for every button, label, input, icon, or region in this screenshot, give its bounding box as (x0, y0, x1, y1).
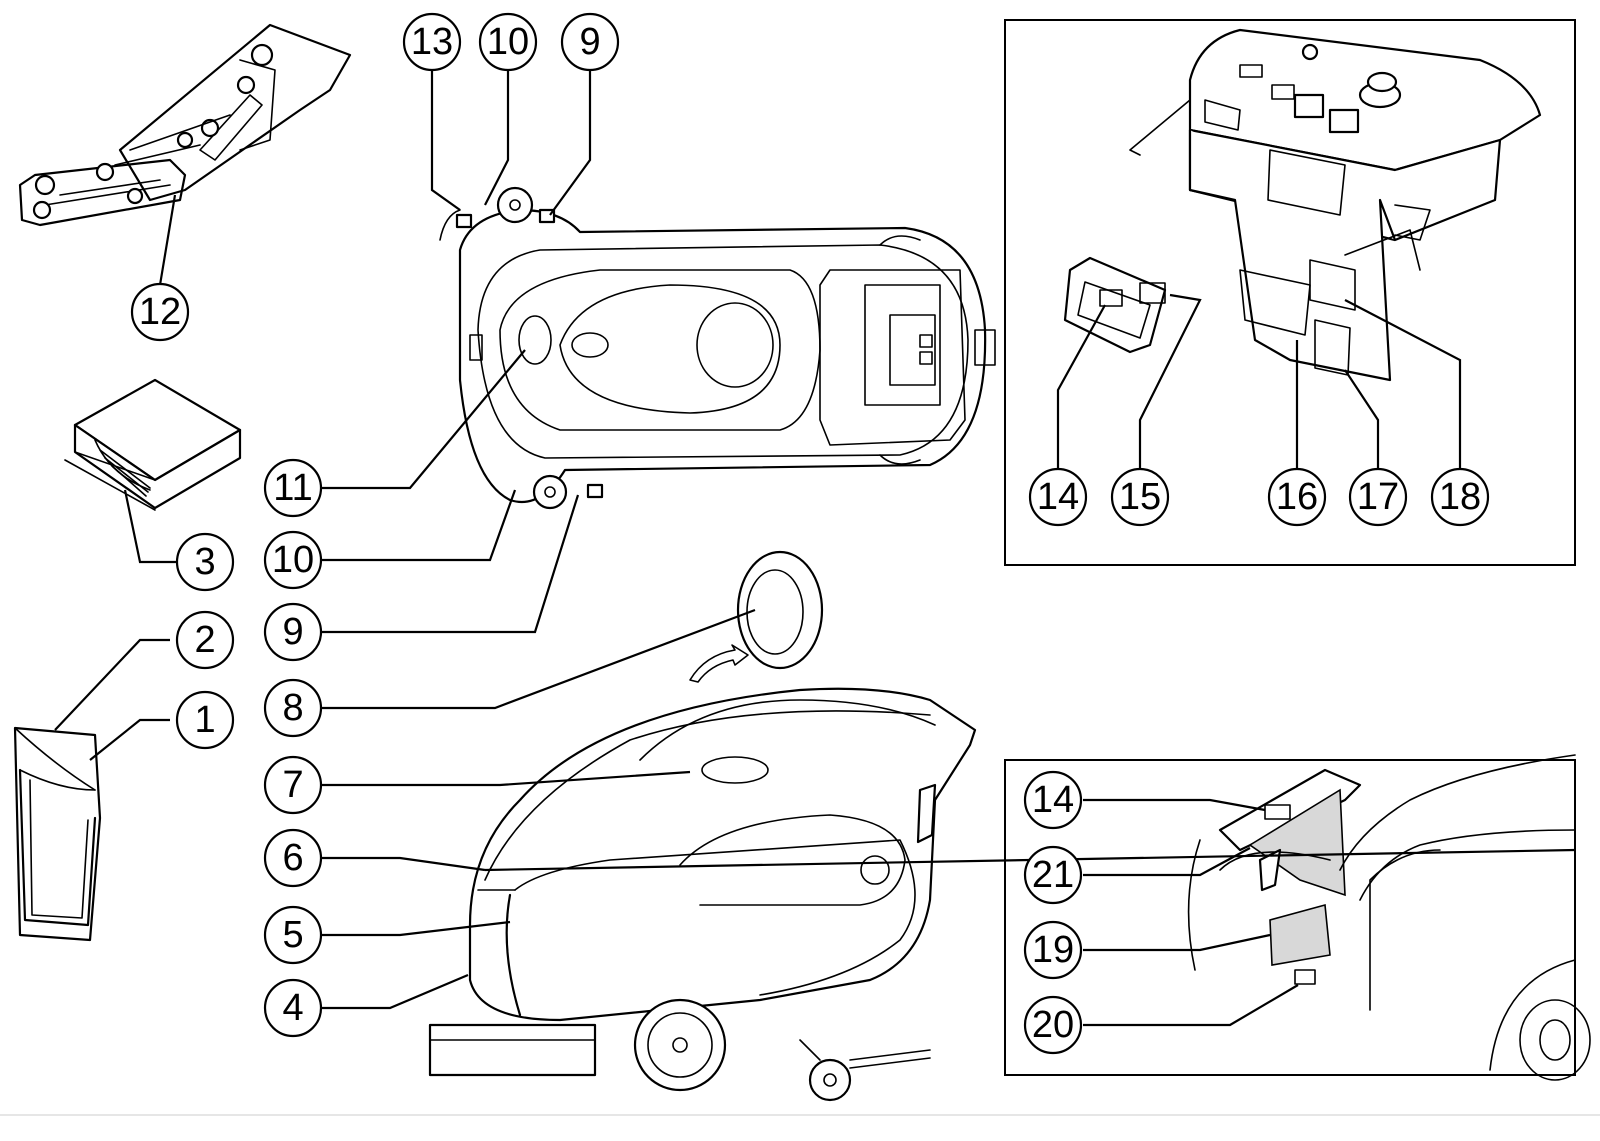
svg-text:21: 21 (1032, 854, 1074, 896)
rear-panel-detail (1187, 754, 1591, 1081)
callout-10-top: 10 (478, 12, 538, 72)
svg-text:3: 3 (194, 541, 215, 583)
callout-11: 11 (263, 458, 323, 518)
top-view-machine (439, 186, 996, 510)
callout-19: 19 (1023, 920, 1083, 980)
callout-8: 8 (263, 678, 323, 738)
callout-17: 17 (1348, 467, 1408, 527)
svg-text:7: 7 (282, 764, 303, 806)
svg-text:9: 9 (282, 611, 303, 653)
callout-1: 1 (175, 690, 235, 750)
part-8-filler-cap (689, 550, 824, 683)
svg-text:4: 4 (282, 987, 303, 1029)
callout-18: 18 (1430, 467, 1490, 527)
svg-text:6: 6 (282, 837, 303, 879)
detail-box-control-panel (1004, 19, 1576, 566)
callout-12: 12 (130, 282, 190, 342)
svg-text:9: 9 (579, 21, 600, 63)
callout-2: 2 (175, 610, 235, 670)
svg-text:5: 5 (282, 914, 303, 956)
part-3-manual (64, 378, 242, 511)
callout-9-bottom: 9 (263, 602, 323, 662)
callout-16: 16 (1267, 467, 1327, 527)
svg-text:19: 19 (1032, 929, 1074, 971)
callout-7: 7 (263, 755, 323, 815)
svg-text:13: 13 (411, 21, 453, 63)
svg-text:1: 1 (194, 699, 215, 741)
control-panel-detail (1129, 28, 1542, 382)
svg-text:17: 17 (1357, 476, 1399, 518)
svg-text:2: 2 (194, 619, 215, 661)
svg-text:10: 10 (487, 21, 529, 63)
callout-10-bottom: 10 (263, 530, 323, 590)
svg-text:11: 11 (273, 467, 312, 509)
callout-20: 20 (1023, 995, 1083, 1055)
svg-text:14: 14 (1032, 779, 1074, 821)
side-view-machine (428, 687, 977, 1102)
callout-14-top: 14 (1028, 467, 1088, 527)
svg-text:20: 20 (1032, 1004, 1074, 1046)
part-1-2-document-pocket (13, 726, 102, 942)
svg-text:10: 10 (272, 539, 314, 581)
part-14-plate (1063, 256, 1167, 354)
detail-box-rear-panel (1004, 759, 1576, 1076)
svg-text:15: 15 (1119, 476, 1161, 518)
callout-4: 4 (263, 978, 323, 1038)
part-15-label (1139, 282, 1166, 304)
part-12-linkage-assembly (18, 23, 352, 227)
callout-13: 13 (402, 12, 462, 72)
svg-text:12: 12 (139, 291, 181, 333)
svg-text:14: 14 (1037, 476, 1079, 518)
callout-5: 5 (263, 905, 323, 965)
callout-21: 21 (1023, 845, 1083, 905)
svg-text:16: 16 (1276, 476, 1318, 518)
callout-15: 15 (1110, 467, 1170, 527)
svg-text:8: 8 (282, 687, 303, 729)
svg-text:18: 18 (1439, 476, 1481, 518)
callout-14-bottom: 14 (1023, 770, 1083, 830)
callout-9-top: 9 (560, 12, 620, 72)
callout-6: 6 (263, 828, 323, 888)
callout-3: 3 (175, 532, 235, 592)
